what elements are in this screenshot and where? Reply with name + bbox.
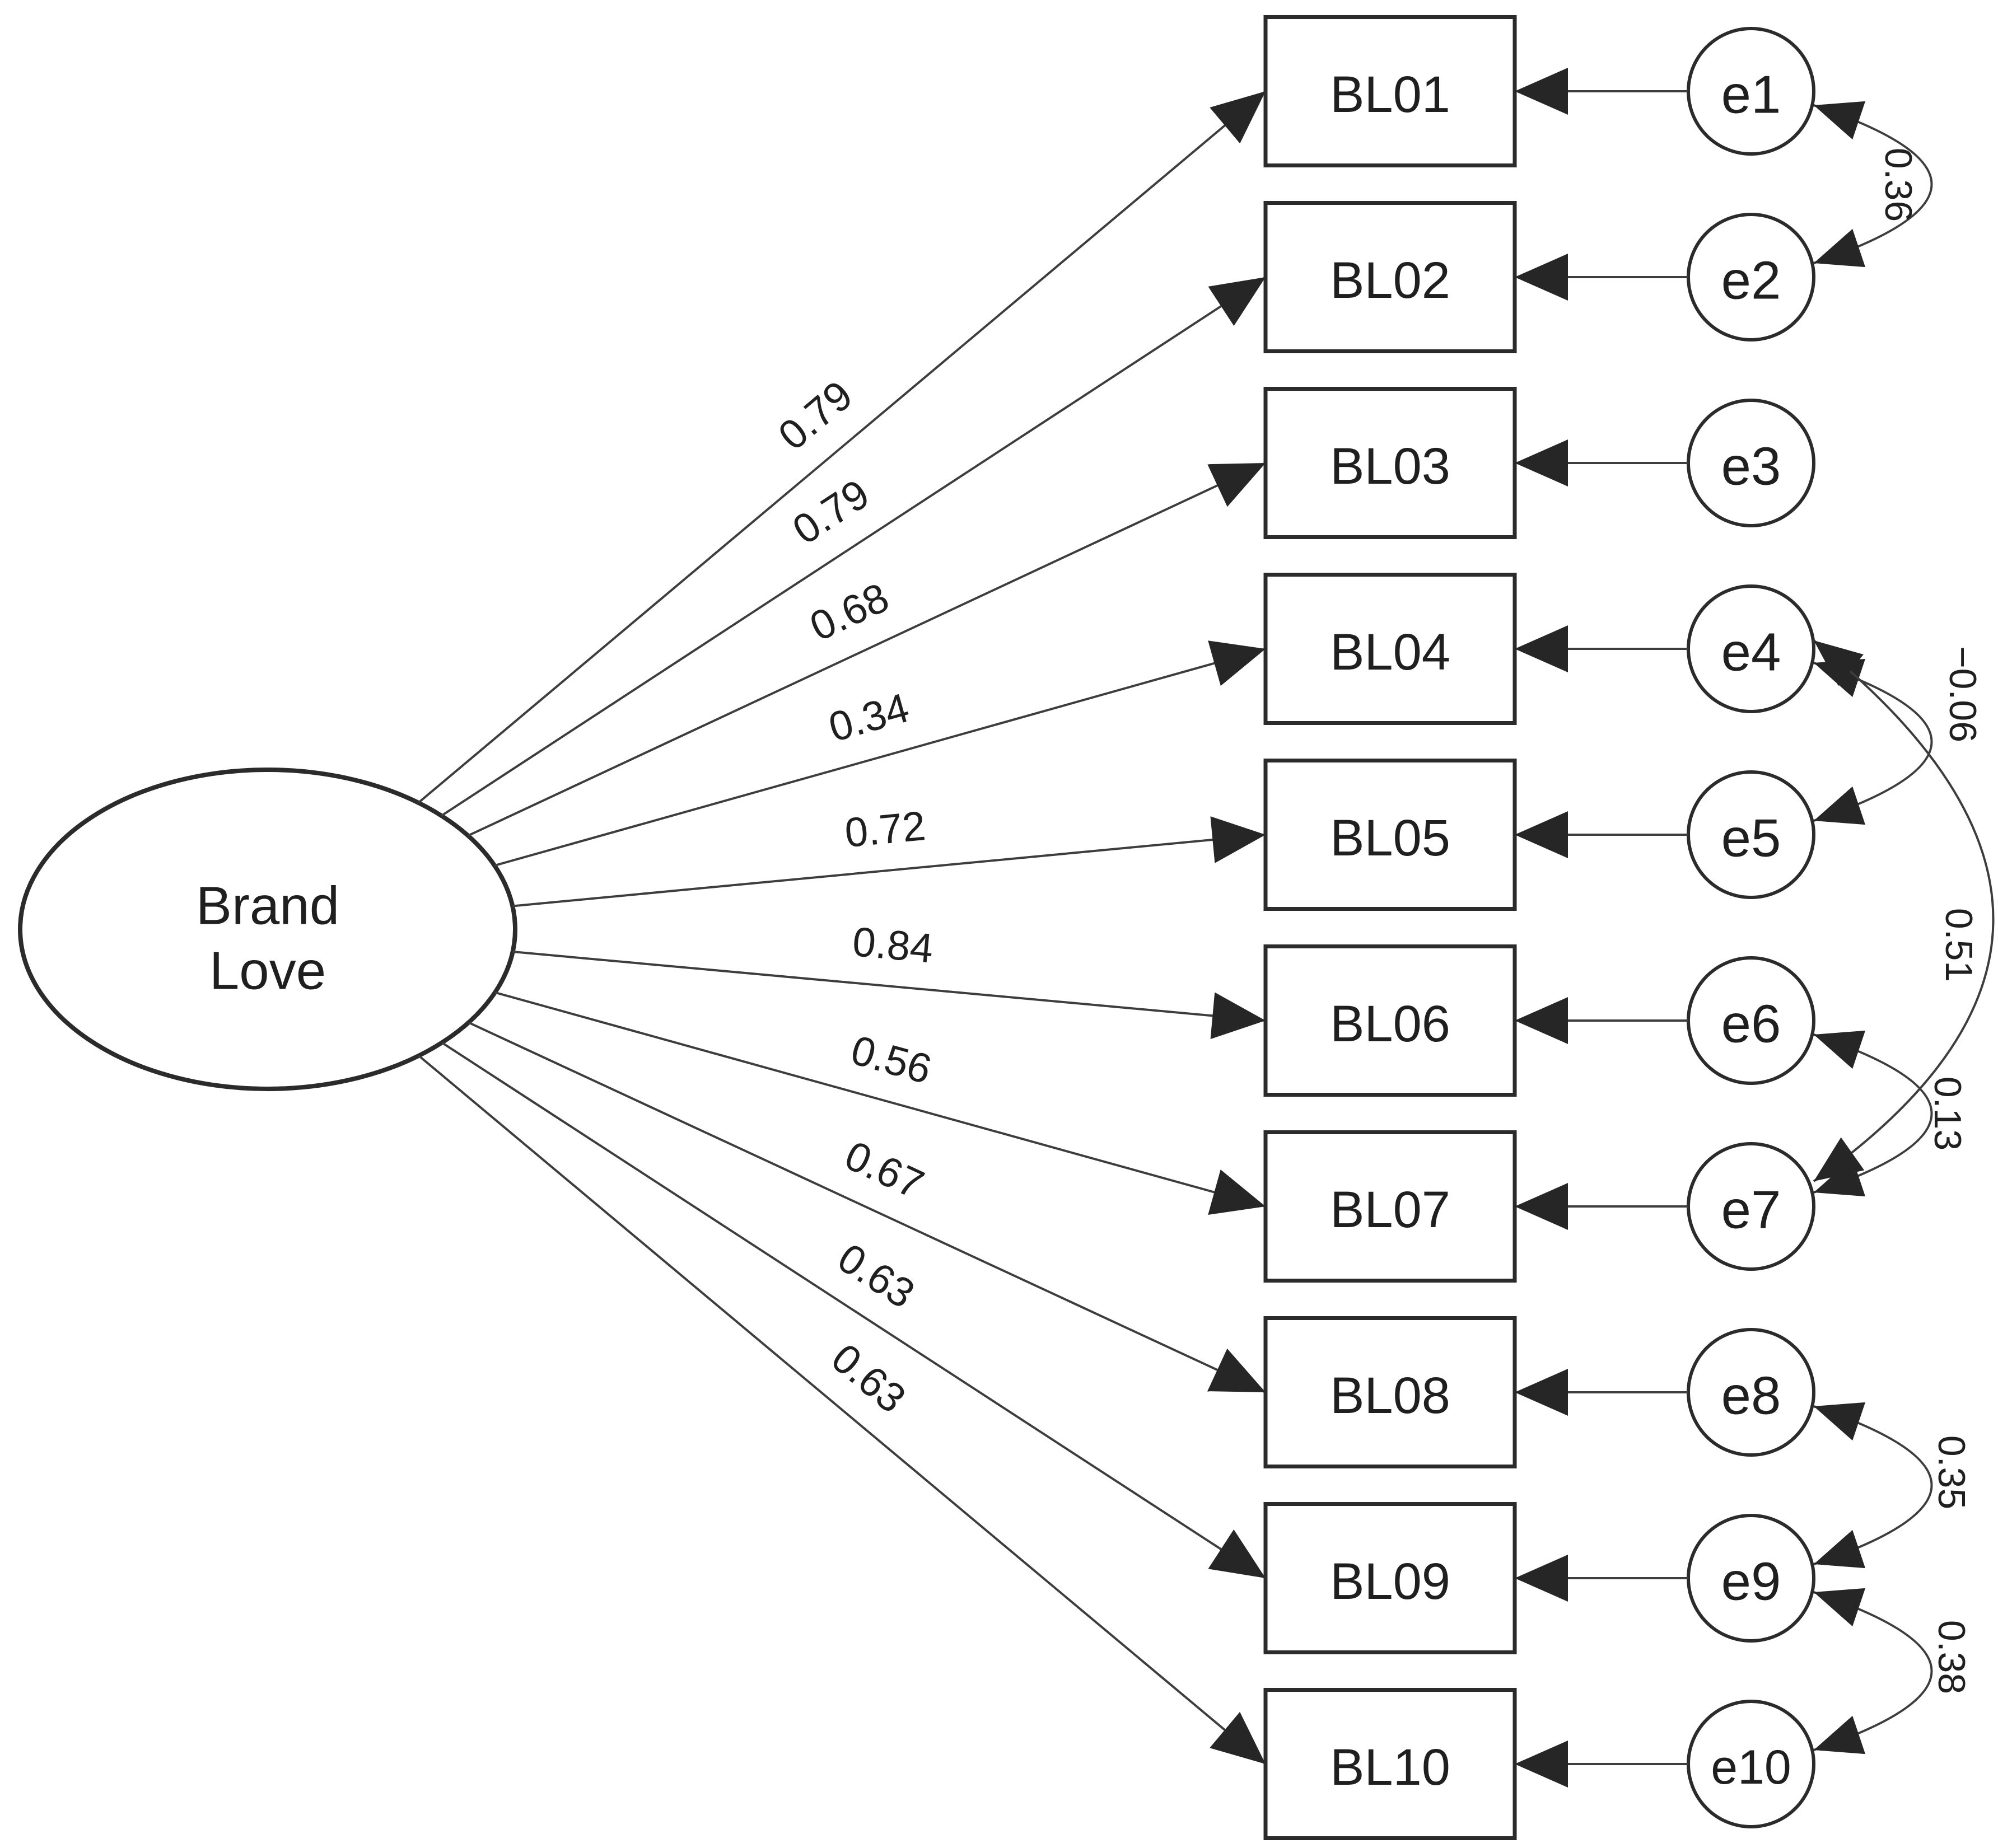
error-label: e2: [1721, 251, 1781, 311]
covariance-value: 0.35: [1930, 1435, 1973, 1509]
error-arrowhead-icon: [1515, 1741, 1568, 1788]
loading-arrowhead-icon: [1210, 992, 1266, 1040]
error-arrowhead-icon: [1515, 1369, 1568, 1416]
error-label: e1: [1721, 65, 1781, 125]
loading-arrowhead-icon: [1210, 816, 1266, 863]
error-arrowhead-icon: [1515, 1555, 1568, 1602]
indicator-box-BL07: [1263, 1130, 1517, 1283]
loading-value: 0.72: [843, 802, 927, 856]
loading-path: [512, 951, 1266, 1022]
loading-arrowhead-icon: [1207, 463, 1266, 507]
indicator-label: BL01: [1330, 66, 1450, 123]
error-arrowhead-icon: [1515, 439, 1568, 486]
indicator-label: BL04: [1330, 624, 1450, 681]
indicator-label: BL02: [1330, 252, 1450, 309]
covariance-arrowhead-icon: [1814, 1158, 1866, 1197]
error-arrowhead-icon: [1515, 811, 1568, 858]
loading-path: [441, 1041, 1267, 1579]
loading-value: 0.79: [769, 372, 861, 459]
loading-value: 0.67: [838, 1132, 931, 1208]
error-label: e8: [1721, 1366, 1781, 1426]
error-covariance-arc: [1813, 639, 1995, 1182]
covariance-arrowhead-icon: [1814, 1715, 1866, 1755]
indicator-label: BL05: [1330, 810, 1450, 867]
loading-path: [494, 991, 1266, 1208]
loading-value: 0.63: [823, 1335, 915, 1422]
indicator-label: BL10: [1330, 1739, 1450, 1796]
indicator-box-BL04: [1263, 573, 1517, 725]
error-label: e3: [1721, 437, 1781, 497]
covariance-value: 0.38: [1930, 1620, 1973, 1694]
indicator-box-BL02: [1263, 201, 1517, 353]
error-label: e5: [1721, 808, 1781, 868]
loading-arrowhead-icon: [1208, 277, 1266, 326]
error-covariance-arc: [1813, 662, 1933, 822]
loading-path: [441, 276, 1267, 817]
loading-arrowhead-icon: [1207, 1348, 1266, 1392]
latent-label-line1: Brand: [196, 876, 339, 936]
error-covariance-arc: [1813, 104, 1933, 264]
indicator-box-BL03: [1263, 387, 1517, 539]
error-covariance-arc: [1813, 1033, 1933, 1194]
error-label: e6: [1721, 994, 1781, 1054]
loading-arrowhead-icon: [1210, 91, 1266, 144]
indicator-label: BL08: [1330, 1367, 1450, 1424]
covariance-arrowhead-icon: [1814, 1588, 1866, 1627]
latent-ellipse: [18, 768, 517, 1091]
indicator-label: BL03: [1330, 438, 1450, 495]
covariance-value: 0.51: [1938, 908, 1980, 982]
error-arrowhead-icon: [1515, 254, 1568, 301]
error-arrowhead-icon: [1515, 997, 1568, 1044]
covariance-arrowhead-icon: [1814, 1529, 1866, 1569]
covariance-arrowhead-icon: [1814, 786, 1866, 825]
error-arrowhead-icon: [1515, 68, 1568, 115]
indicator-box-BL08: [1263, 1316, 1517, 1468]
error-arrowhead-icon: [1515, 625, 1568, 672]
loading-value: 0.34: [824, 684, 914, 751]
loading-arrowhead-icon: [1208, 1169, 1266, 1215]
loading-path: [418, 1055, 1267, 1765]
indicator-box-BL01: [1263, 15, 1517, 167]
loading-arrowhead-icon: [1208, 1529, 1266, 1578]
covariance-arrowhead-icon: [1814, 640, 1864, 686]
loading-value: 0.84: [851, 918, 935, 972]
loading-path: [494, 648, 1266, 867]
error-arrowhead-icon: [1515, 1183, 1568, 1230]
indicator-label: BL06: [1330, 995, 1450, 1052]
covariance-value: 0.13: [1926, 1077, 1969, 1150]
loading-arrowhead-icon: [1208, 640, 1266, 686]
error-label: e9: [1721, 1552, 1781, 1612]
error-covariance-arc: [1813, 1591, 1933, 1751]
latent-label-line2: Love: [209, 941, 326, 1001]
loading-path: [468, 462, 1266, 837]
covariance-arrowhead-icon: [1814, 1030, 1866, 1069]
covariance-arrowhead-icon: [1814, 228, 1866, 268]
indicator-box-BL10: [1263, 1688, 1517, 1840]
loading-path: [512, 834, 1266, 907]
error-label: e7: [1721, 1180, 1781, 1240]
loading-arrowhead-icon: [1210, 1711, 1266, 1764]
covariance-arrowhead-icon: [1814, 1402, 1866, 1441]
error-covariance-arc: [1813, 1405, 1933, 1565]
error-label: e4: [1721, 623, 1781, 682]
covariance-value: 0.36: [1877, 148, 1920, 222]
error-label: e10: [1711, 1741, 1791, 1794]
loading-path: [417, 90, 1267, 804]
indicator-label: BL07: [1330, 1181, 1450, 1238]
loading-value: 0.68: [803, 574, 896, 650]
loading-value: 0.56: [846, 1026, 936, 1093]
loading-path: [468, 1021, 1266, 1393]
indicator-box-BL09: [1263, 1502, 1517, 1654]
indicator-label: BL09: [1330, 1553, 1450, 1610]
covariance-arrowhead-icon: [1814, 101, 1866, 140]
covariance-value: −0.06: [1941, 646, 1984, 742]
